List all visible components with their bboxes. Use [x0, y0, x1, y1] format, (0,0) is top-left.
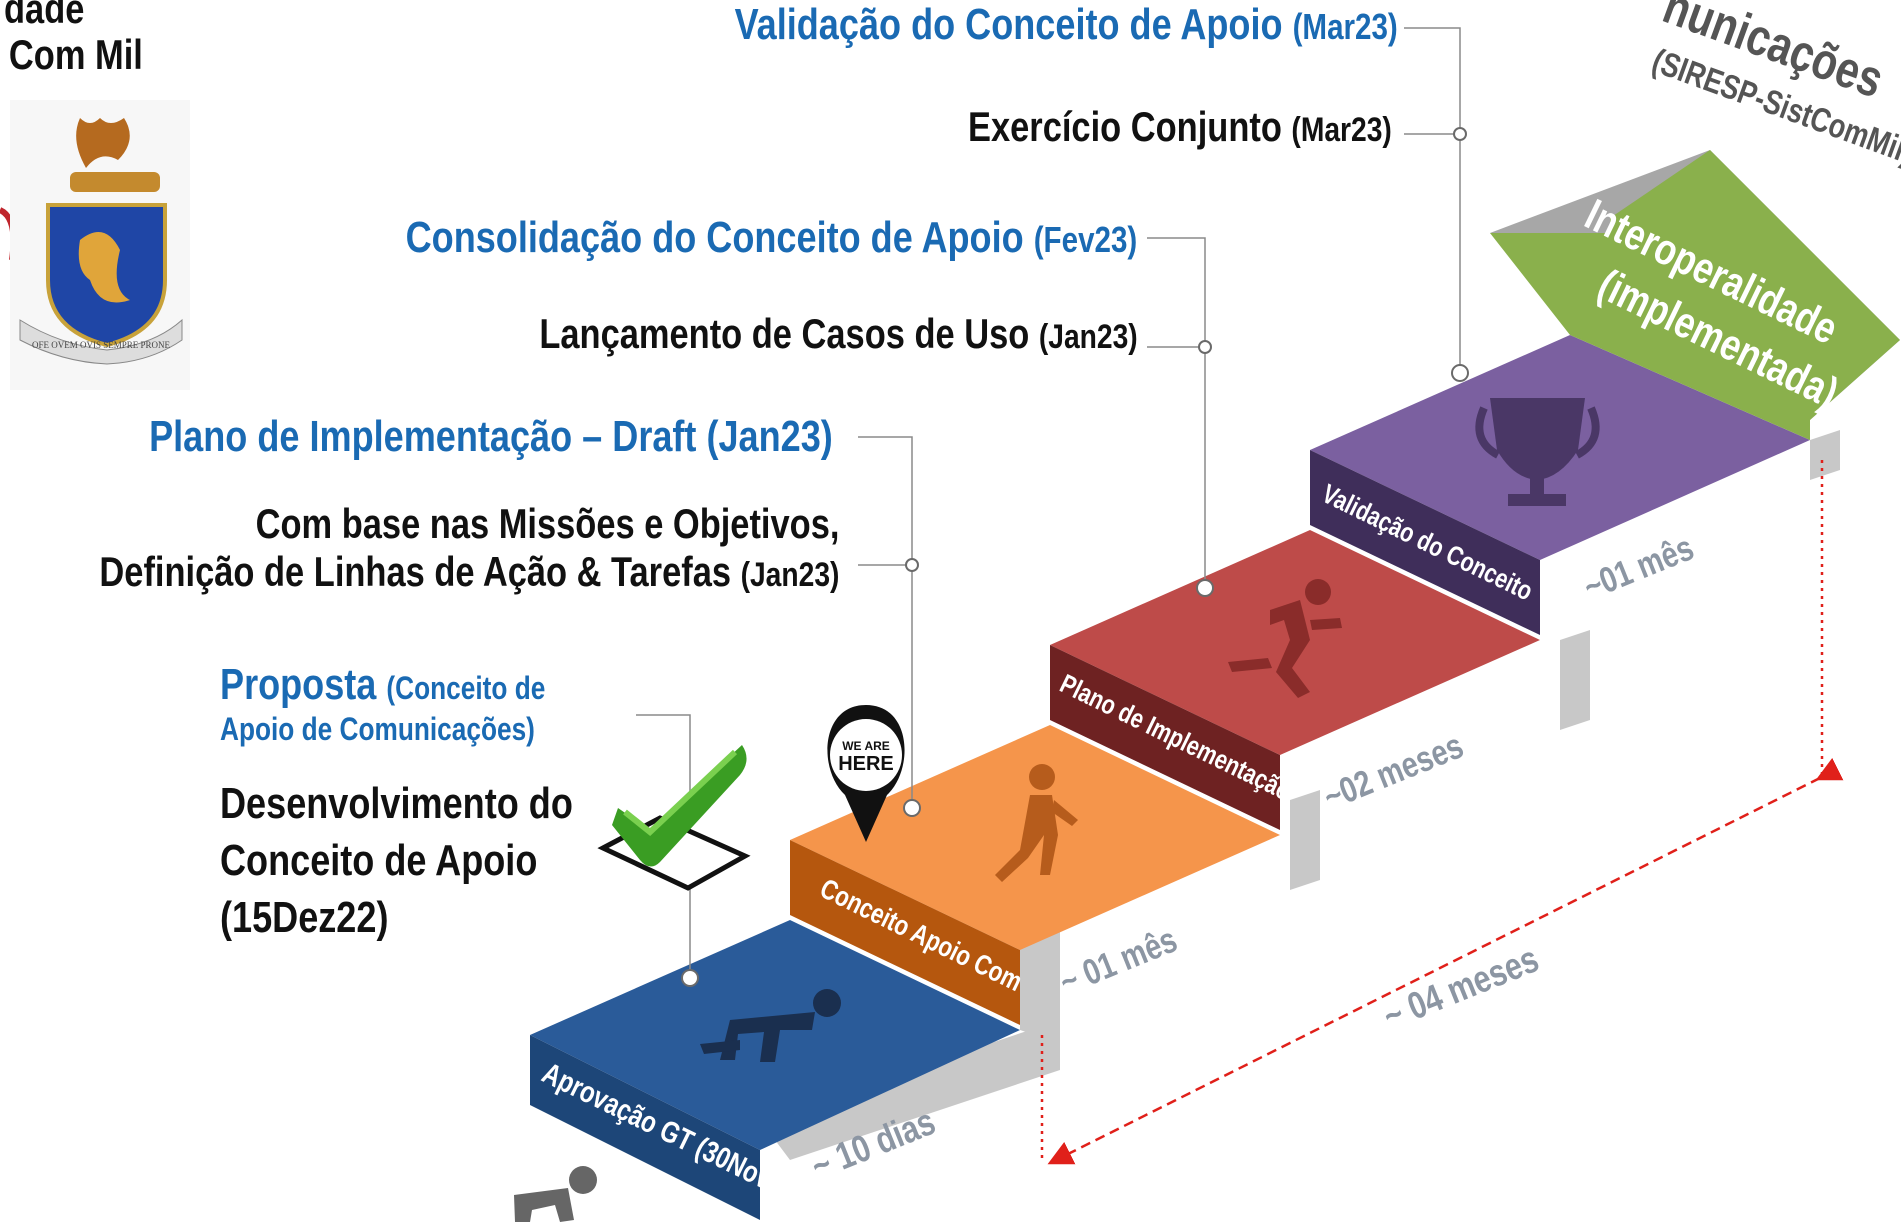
milestone-validacao-date: (Mar23)	[1292, 6, 1398, 47]
milestone-lancamento: Lançamento de Casos de Uso (Jan23)	[540, 310, 1138, 358]
connector-dots	[681, 127, 1469, 987]
milestone-desenvolvimento-line3: (15Dez22)	[220, 893, 389, 943]
milestone-validacao: Validação do Conceito de Apoio (Mar23)	[735, 0, 1398, 51]
green-arrow	[1490, 150, 1900, 440]
trophy-icon	[1475, 398, 1600, 506]
corner-title: dade Com Mil	[4, 0, 143, 78]
milestone-plano: Plano de Implementação – Draft (Jan23)	[149, 412, 833, 463]
duration-3: ~02 meses	[1318, 724, 1469, 817]
milestone-proposta: Proposta (Conceito de Apoio de Comunicaç…	[220, 660, 545, 747]
running-person-icon	[1228, 579, 1342, 698]
milestone-desenvolvimento-line1: Desenvolvimento do	[220, 779, 573, 828]
total-span-arrow	[1040, 460, 1844, 1165]
milestone-com-base-line2-main: Definição de Linhas de Ação & Tarefas	[99, 548, 731, 596]
milestone-com-base-line1: Com base nas Missões e Objetivos,	[255, 500, 839, 547]
crouching-person-icon	[700, 989, 841, 1062]
milestone-desenvolvimento-line2: Conceito de Apoio	[220, 836, 538, 886]
checkbox-check-icon[interactable]	[597, 745, 751, 891]
milestone-consolidacao: Consolidação do Conceito de Apoio (Fev23…	[405, 213, 1137, 264]
duration-total: ~ 04 meses	[1378, 938, 1545, 1038]
duration-2: ~ 01 mês	[1054, 918, 1183, 1002]
milestone-lancamento-date: (Jan23)	[1039, 318, 1138, 356]
milestone-exercicio: Exercício Conjunto (Mar23)	[968, 103, 1392, 151]
connector-lines	[636, 27, 1461, 978]
milestone-proposta-rest: (Conceito de	[386, 670, 546, 706]
milestone-consolidacao-date: (Fev23)	[1033, 219, 1137, 260]
milestone-proposta-line2: Apoio de Comunicações)	[220, 710, 535, 747]
pin-text-1: WE ARE	[842, 739, 890, 753]
milestone-desenvolvimento: Desenvolvimento do Conceito de Apoio (15…	[220, 775, 573, 947]
milestone-validacao-main: Validação do Conceito de Apoio	[734, 0, 1283, 49]
milestone-plano-main: Plano de Implementação – Draft (Jan23)	[149, 412, 833, 461]
corner-title-fragment-2: Com Mil	[8, 31, 143, 79]
milestone-exercicio-main: Exercício Conjunto	[968, 103, 1283, 150]
walking-person-icon	[995, 764, 1078, 882]
milestone-lancamento-main: Lançamento de Casos de Uso	[539, 310, 1030, 357]
we-are-here-pin-icon: WE ARE HERE	[827, 705, 905, 842]
pin-text-2: HERE	[838, 753, 894, 775]
logo-motto: OFE OVEM OVIS SEMPRE PRONE	[32, 340, 171, 350]
duration-4: ~01 mês	[1578, 526, 1699, 607]
milestone-exercicio-date: (Mar23)	[1291, 111, 1392, 149]
milestone-com-base-line2-date: (Jan23)	[740, 556, 839, 595]
milestone-proposta-main: Proposta	[220, 660, 377, 709]
logo-coat-of-arms: OFE OVEM OVIS SEMPRE PRONE	[10, 100, 190, 390]
crawling-baby-icon	[514, 1166, 597, 1222]
milestone-consolidacao-main: Consolidação do Conceito de Apoio	[405, 213, 1024, 262]
milestone-com-base: Com base nas Missões e Objetivos, Defini…	[99, 500, 839, 597]
corner-title-fragment-1: dade	[4, 0, 85, 32]
